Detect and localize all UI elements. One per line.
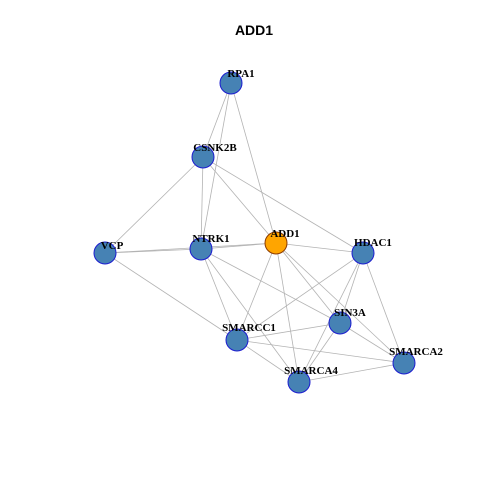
- edge-smarcc1-smarca2: [236, 339, 405, 364]
- node-label-csnk2b: CSNK2B: [193, 142, 237, 154]
- figure-title: ADD1: [235, 22, 273, 38]
- edge-rpa1-add1: [230, 82, 277, 244]
- node-hdac1: [351, 241, 375, 265]
- edge-add1-smarca2: [275, 242, 405, 364]
- node-smarca4: [287, 370, 311, 394]
- node-ntrk1: [189, 237, 213, 261]
- edge-add1-smarcc1: [236, 242, 277, 341]
- edge-ntrk1-smarcc1: [200, 248, 238, 341]
- node-smarca2: [392, 351, 416, 375]
- edges-layer: [104, 82, 405, 383]
- node-label-sin3a: SIN3A: [334, 307, 366, 319]
- edge-smarca2-smarca4: [298, 362, 405, 383]
- edge-sin3a-smarca4: [298, 322, 341, 383]
- node-sin3a: [328, 311, 352, 335]
- node-label-hdac1: HDAC1: [354, 237, 392, 249]
- edge-add1-hdac1: [275, 242, 364, 254]
- edge-rpa1-ntrk1: [200, 82, 232, 250]
- edge-rpa1-csnk2b: [202, 82, 232, 158]
- edge-sin3a-smarca2: [339, 322, 405, 364]
- edge-csnk2b-add1: [202, 156, 277, 244]
- node-label-smarcc1: SMARCC1: [222, 322, 276, 334]
- node-label-vcp: VCP: [101, 240, 124, 252]
- node-label-ntrk1: NTRK1: [192, 233, 229, 245]
- edge-ntrk1-add1: [200, 242, 277, 250]
- edge-vcp-smarcc1: [104, 252, 238, 341]
- node-csnk2b: [191, 145, 215, 169]
- node-label-rpa1: RPA1: [227, 68, 254, 80]
- edge-ntrk1-smarca4: [200, 248, 300, 383]
- edge-hdac1-smarca2: [362, 252, 405, 364]
- edge-add1-smarca4: [275, 242, 300, 383]
- edge-csnk2b-hdac1: [202, 156, 364, 254]
- node-label-smarca2: SMARCA2: [389, 346, 443, 358]
- edge-csnk2b-ntrk1: [200, 156, 204, 250]
- edge-ntrk1-sin3a: [200, 248, 341, 324]
- node-vcp: [93, 241, 117, 265]
- node-rpa1: [219, 71, 243, 95]
- edge-sin3a-smarcc1: [236, 322, 341, 341]
- edge-hdac1-smarcc1: [236, 252, 364, 341]
- node-add1: [264, 231, 288, 255]
- node-label-add1: ADD1: [270, 228, 299, 240]
- node-smarcc1: [225, 328, 249, 352]
- nodes-layer: [93, 71, 416, 394]
- node-label-smarca4: SMARCA4: [284, 365, 338, 377]
- edge-smarcc1-smarca4: [236, 339, 300, 383]
- edge-csnk2b-vcp: [104, 156, 204, 254]
- edge-hdac1-sin3a: [339, 252, 364, 324]
- edge-add1-sin3a: [275, 242, 341, 324]
